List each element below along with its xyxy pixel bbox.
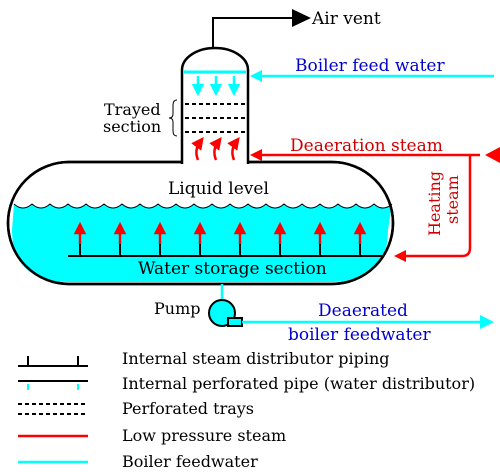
legend-symbol-steam-distributor	[18, 356, 88, 367]
distributor-risers	[79, 244, 361, 256]
legend-label-water-line: Boiler feedwater	[122, 452, 258, 471]
perforated-trays	[185, 103, 245, 133]
label-air-vent: Air vent	[311, 9, 381, 29]
legend-symbol-trays	[18, 403, 88, 415]
label-boiler-feedwater: boiler feedwater	[288, 325, 431, 345]
legend-symbol-perforated-pipe	[18, 380, 88, 390]
label-deaerated: Deaerated	[318, 301, 408, 321]
vessel-steam-arrows	[73, 221, 367, 244]
legend-label-steam-distributor: Internal steam distributor piping	[122, 349, 390, 368]
column-steam-arrows	[191, 136, 240, 161]
label-deaeration-steam: Deaeration steam	[290, 136, 443, 156]
label-trayed: Trayed	[104, 100, 161, 119]
trayed-brace	[168, 99, 178, 137]
air-vent-pipe	[212, 17, 292, 50]
label-liquid-level: Liquid level	[168, 179, 269, 199]
legend-label-steam-line: Low pressure steam	[122, 426, 286, 445]
heating-steam-line	[406, 155, 472, 258]
label-pump: Pump	[154, 299, 200, 318]
water-spray-arrows	[191, 76, 241, 97]
legend: Internal steam distributor piping Intern…	[18, 349, 475, 471]
label-heating: Heating	[425, 171, 444, 236]
steam-source-arrow	[485, 147, 500, 163]
liquid-surface	[13, 203, 393, 209]
legend-label-trays: Perforated trays	[122, 399, 254, 418]
air-vent-arrowhead	[292, 9, 311, 27]
legend-label-perforated-pipe: Internal perforated pipe (water distribu…	[122, 374, 475, 393]
label-water-storage: Water storage section	[138, 259, 327, 279]
label-section: section	[103, 117, 161, 136]
label-boiler-feed-water: Boiler feed water	[295, 56, 445, 76]
label-steam: steam	[443, 175, 462, 224]
water-storage	[12, 204, 392, 282]
